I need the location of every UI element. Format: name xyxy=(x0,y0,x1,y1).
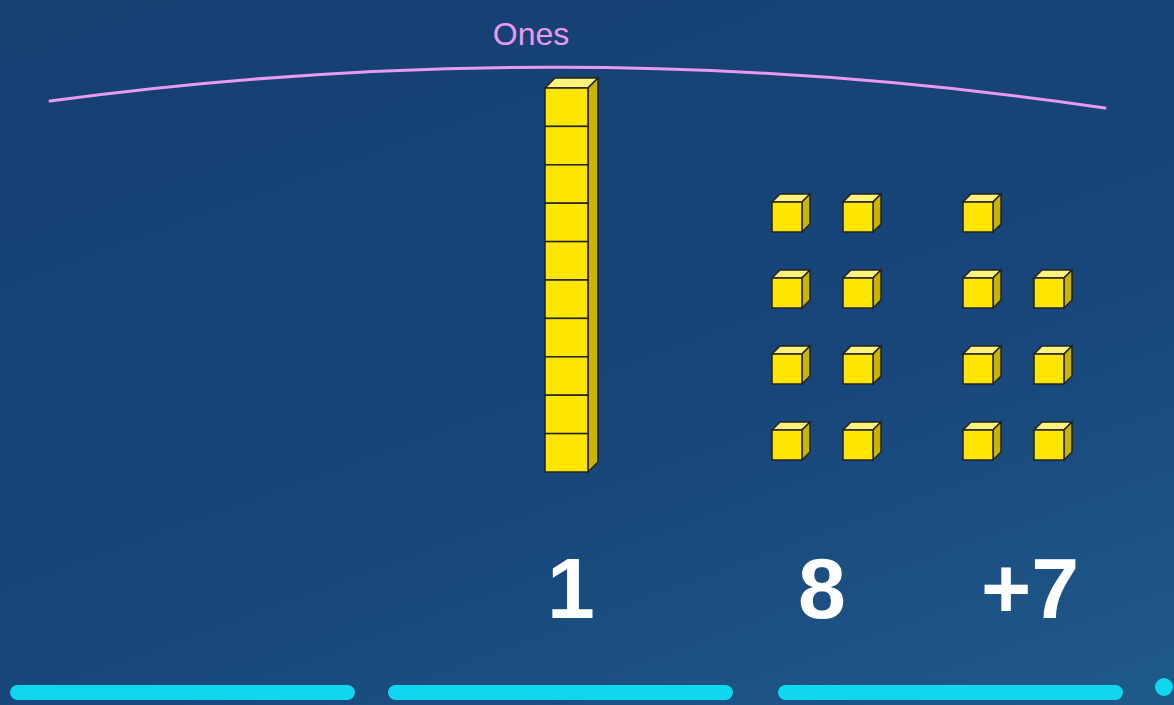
added-ones: +7 xyxy=(981,539,1079,638)
ones-count: 8 xyxy=(798,539,846,638)
tens-count: 1 xyxy=(547,539,595,638)
bottom-bars xyxy=(10,678,1173,700)
ten-rod xyxy=(545,78,598,472)
unit-cubes-seven xyxy=(963,194,1072,460)
place-value-heading: Ones xyxy=(493,16,569,53)
unit-cubes-eight xyxy=(772,194,881,460)
